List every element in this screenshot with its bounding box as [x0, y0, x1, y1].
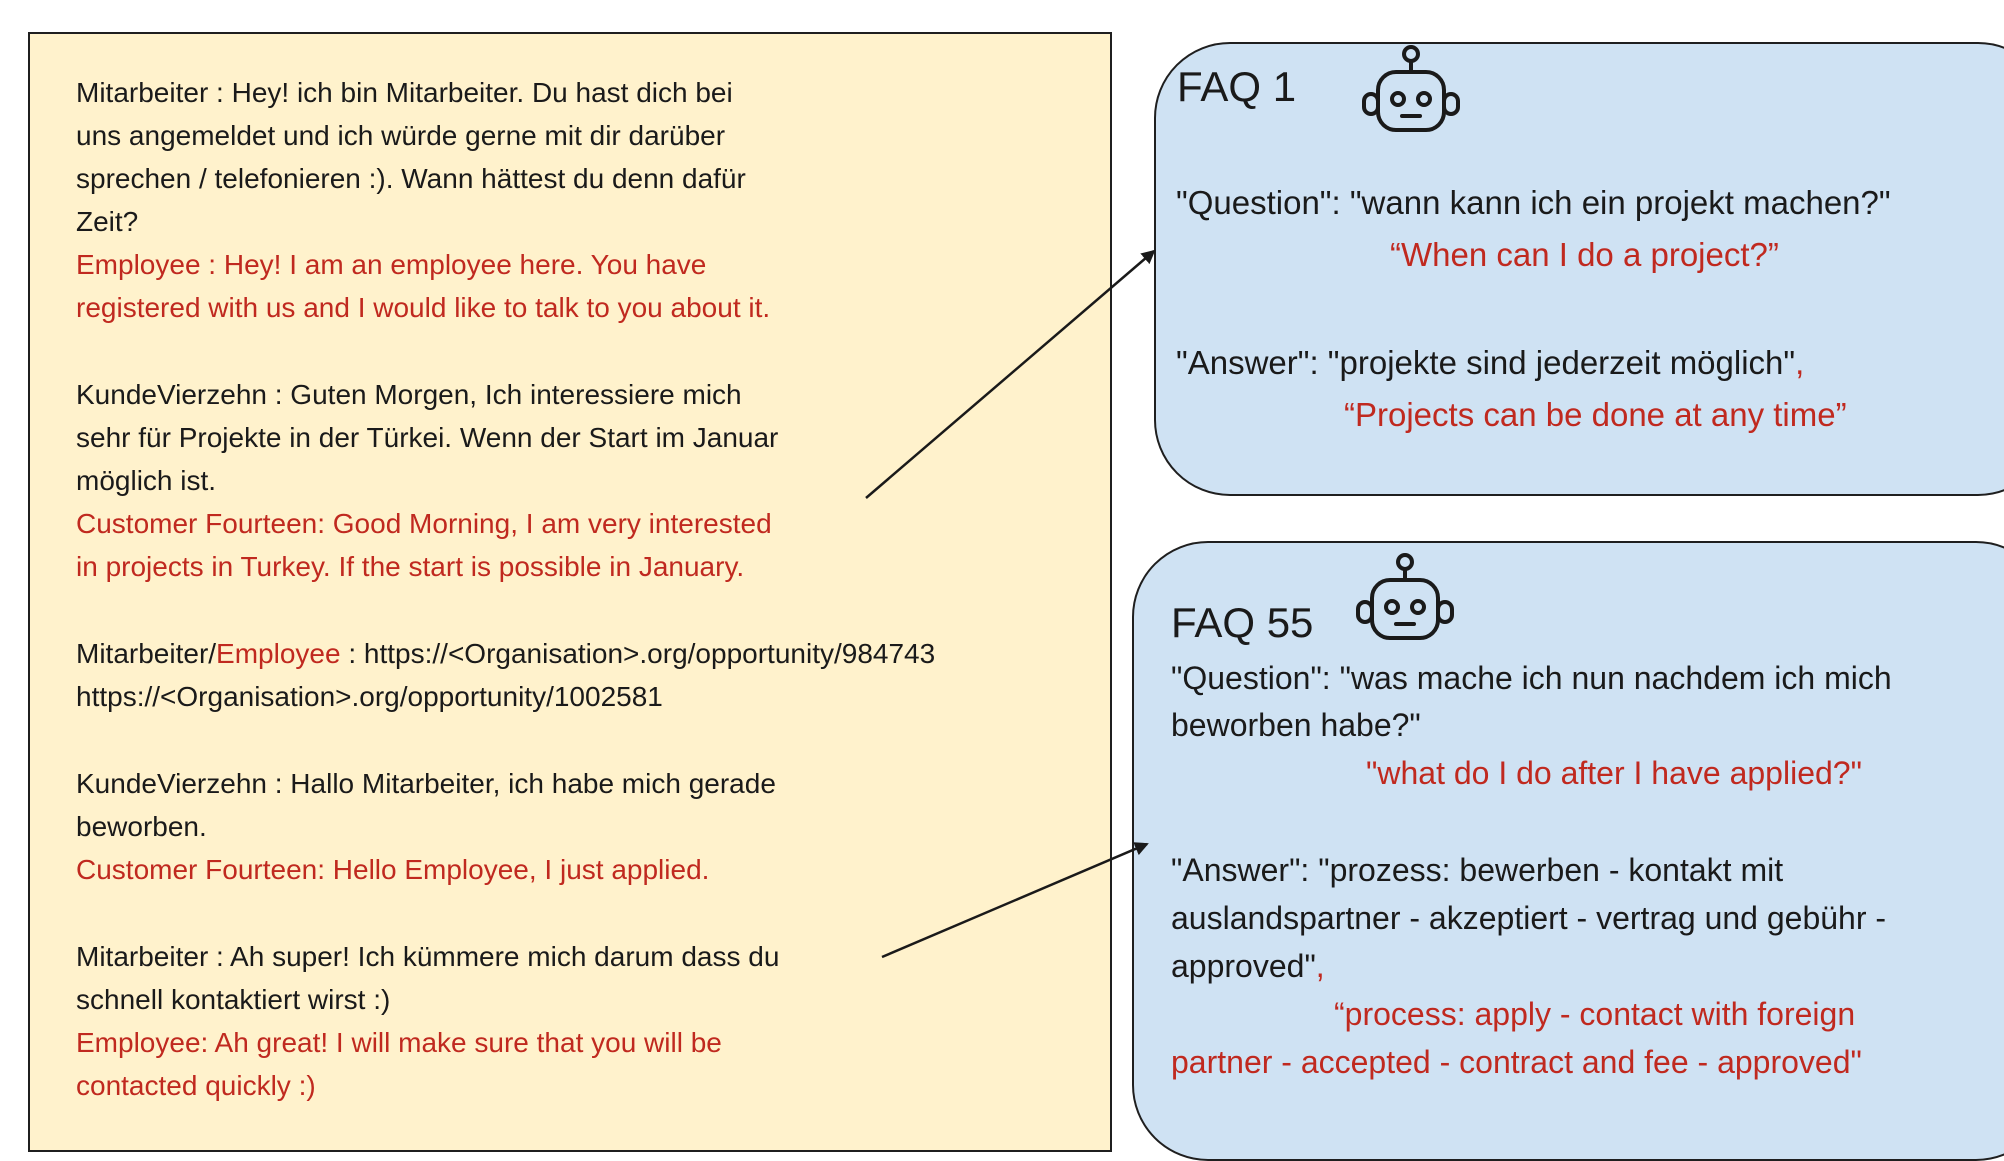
chat-line: uns angemeldet und ich würde gerne mit d…	[76, 120, 726, 151]
chat-line: beworben.	[76, 811, 207, 842]
faq-question-cont: beworben habe?"	[1171, 707, 1421, 743]
chat-line: KundeVierzehn : Guten Morgen, Ich intere…	[76, 379, 742, 410]
faq-answer-comma: ,	[1795, 344, 1805, 381]
arrow-to-faq-1	[865, 249, 1156, 499]
faq-question: "Question": "wann kann ich ein projekt m…	[1176, 184, 1891, 221]
chat-line-translation: Customer Fourteen: Hello Employee, I jus…	[76, 854, 710, 885]
chat-line-translation: in projects in Turkey. If the start is p…	[76, 551, 745, 582]
faq-answer-translation: “process: apply - contact with foreign	[1334, 996, 1856, 1032]
chat-line: schnell kontaktiert wirst :)	[76, 984, 391, 1015]
faq-answer-cont: approved",	[1171, 943, 1325, 990]
chat-line: sehr für Projekte in der Türkei. Wenn de…	[76, 422, 779, 453]
faq-title: FAQ 55	[1171, 599, 1314, 646]
faq-answer: "Answer": "prozess: bewerben - kontakt m…	[1171, 852, 1784, 888]
chat-line: Mitarbeiter : Ah super! Ich kümmere mich…	[76, 941, 780, 972]
faq-answer-translation-cont: partner - accepted - contract and fee - …	[1171, 1044, 1862, 1080]
faq-card-1	[1154, 42, 2004, 496]
faq-question-translation: "what do I do after I have applied?"	[1366, 755, 1862, 791]
chat-line-translation: Employee : Hey! I am an employee here. Y…	[76, 249, 707, 280]
faq-answer-text: approved"	[1171, 948, 1316, 984]
chat-line-translation: Customer Fourteen: Good Morning, I am ve…	[76, 508, 772, 539]
faq-question: "Question": "was mache ich nun nachdem i…	[1171, 660, 1892, 696]
faq-question-translation: “When can I do a project?”	[1390, 236, 1779, 273]
chat-line: sprechen / telefonieren :). Wann hättest…	[76, 163, 746, 194]
robot-icon	[1362, 45, 1460, 132]
chat-line-translation: Employee: Ah great! I will make sure tha…	[76, 1027, 722, 1058]
faq-answer-cont: auslandspartner - akzeptiert - vertrag u…	[1171, 900, 1887, 936]
faq-answer-translation: “Projects can be done at any time”	[1344, 396, 1847, 433]
chat-line-link: https://<Organisation>.org/opportunity/1…	[76, 681, 663, 712]
faq-title: FAQ 1	[1177, 63, 1297, 110]
connector-arrows	[865, 249, 1156, 959]
chat-line: Mitarbeiter : Hey! ich bin Mitarbeiter. …	[76, 77, 733, 108]
arrow-to-faq-55	[881, 842, 1149, 959]
faq-answer: "Answer": "projekte sind jederzeit mögli…	[1176, 339, 1804, 387]
chat-line-translation: contacted quickly :)	[76, 1070, 316, 1101]
speaker-de: Mitarbeiter/	[76, 638, 217, 669]
link-text: : https://<Organisation>.org/opportunity…	[340, 638, 936, 669]
chat-line-links: Mitarbeiter/Employee : https://<Organisa…	[76, 632, 935, 675]
chat-line: KundeVierzehn : Hallo Mitarbeiter, ich h…	[76, 768, 776, 799]
chat-line: Zeit?	[76, 206, 139, 237]
chat-line-translation: registered with us and I would like to t…	[76, 292, 771, 323]
chat-panel	[28, 32, 1112, 1152]
faq-answer-comma: ,	[1315, 948, 1325, 984]
speaker-en: Employee	[216, 638, 341, 669]
faq-answer-text: "Answer": "projekte sind jederzeit mögli…	[1176, 344, 1796, 381]
robot-icon	[1356, 553, 1454, 640]
chat-line: möglich ist.	[76, 465, 217, 496]
